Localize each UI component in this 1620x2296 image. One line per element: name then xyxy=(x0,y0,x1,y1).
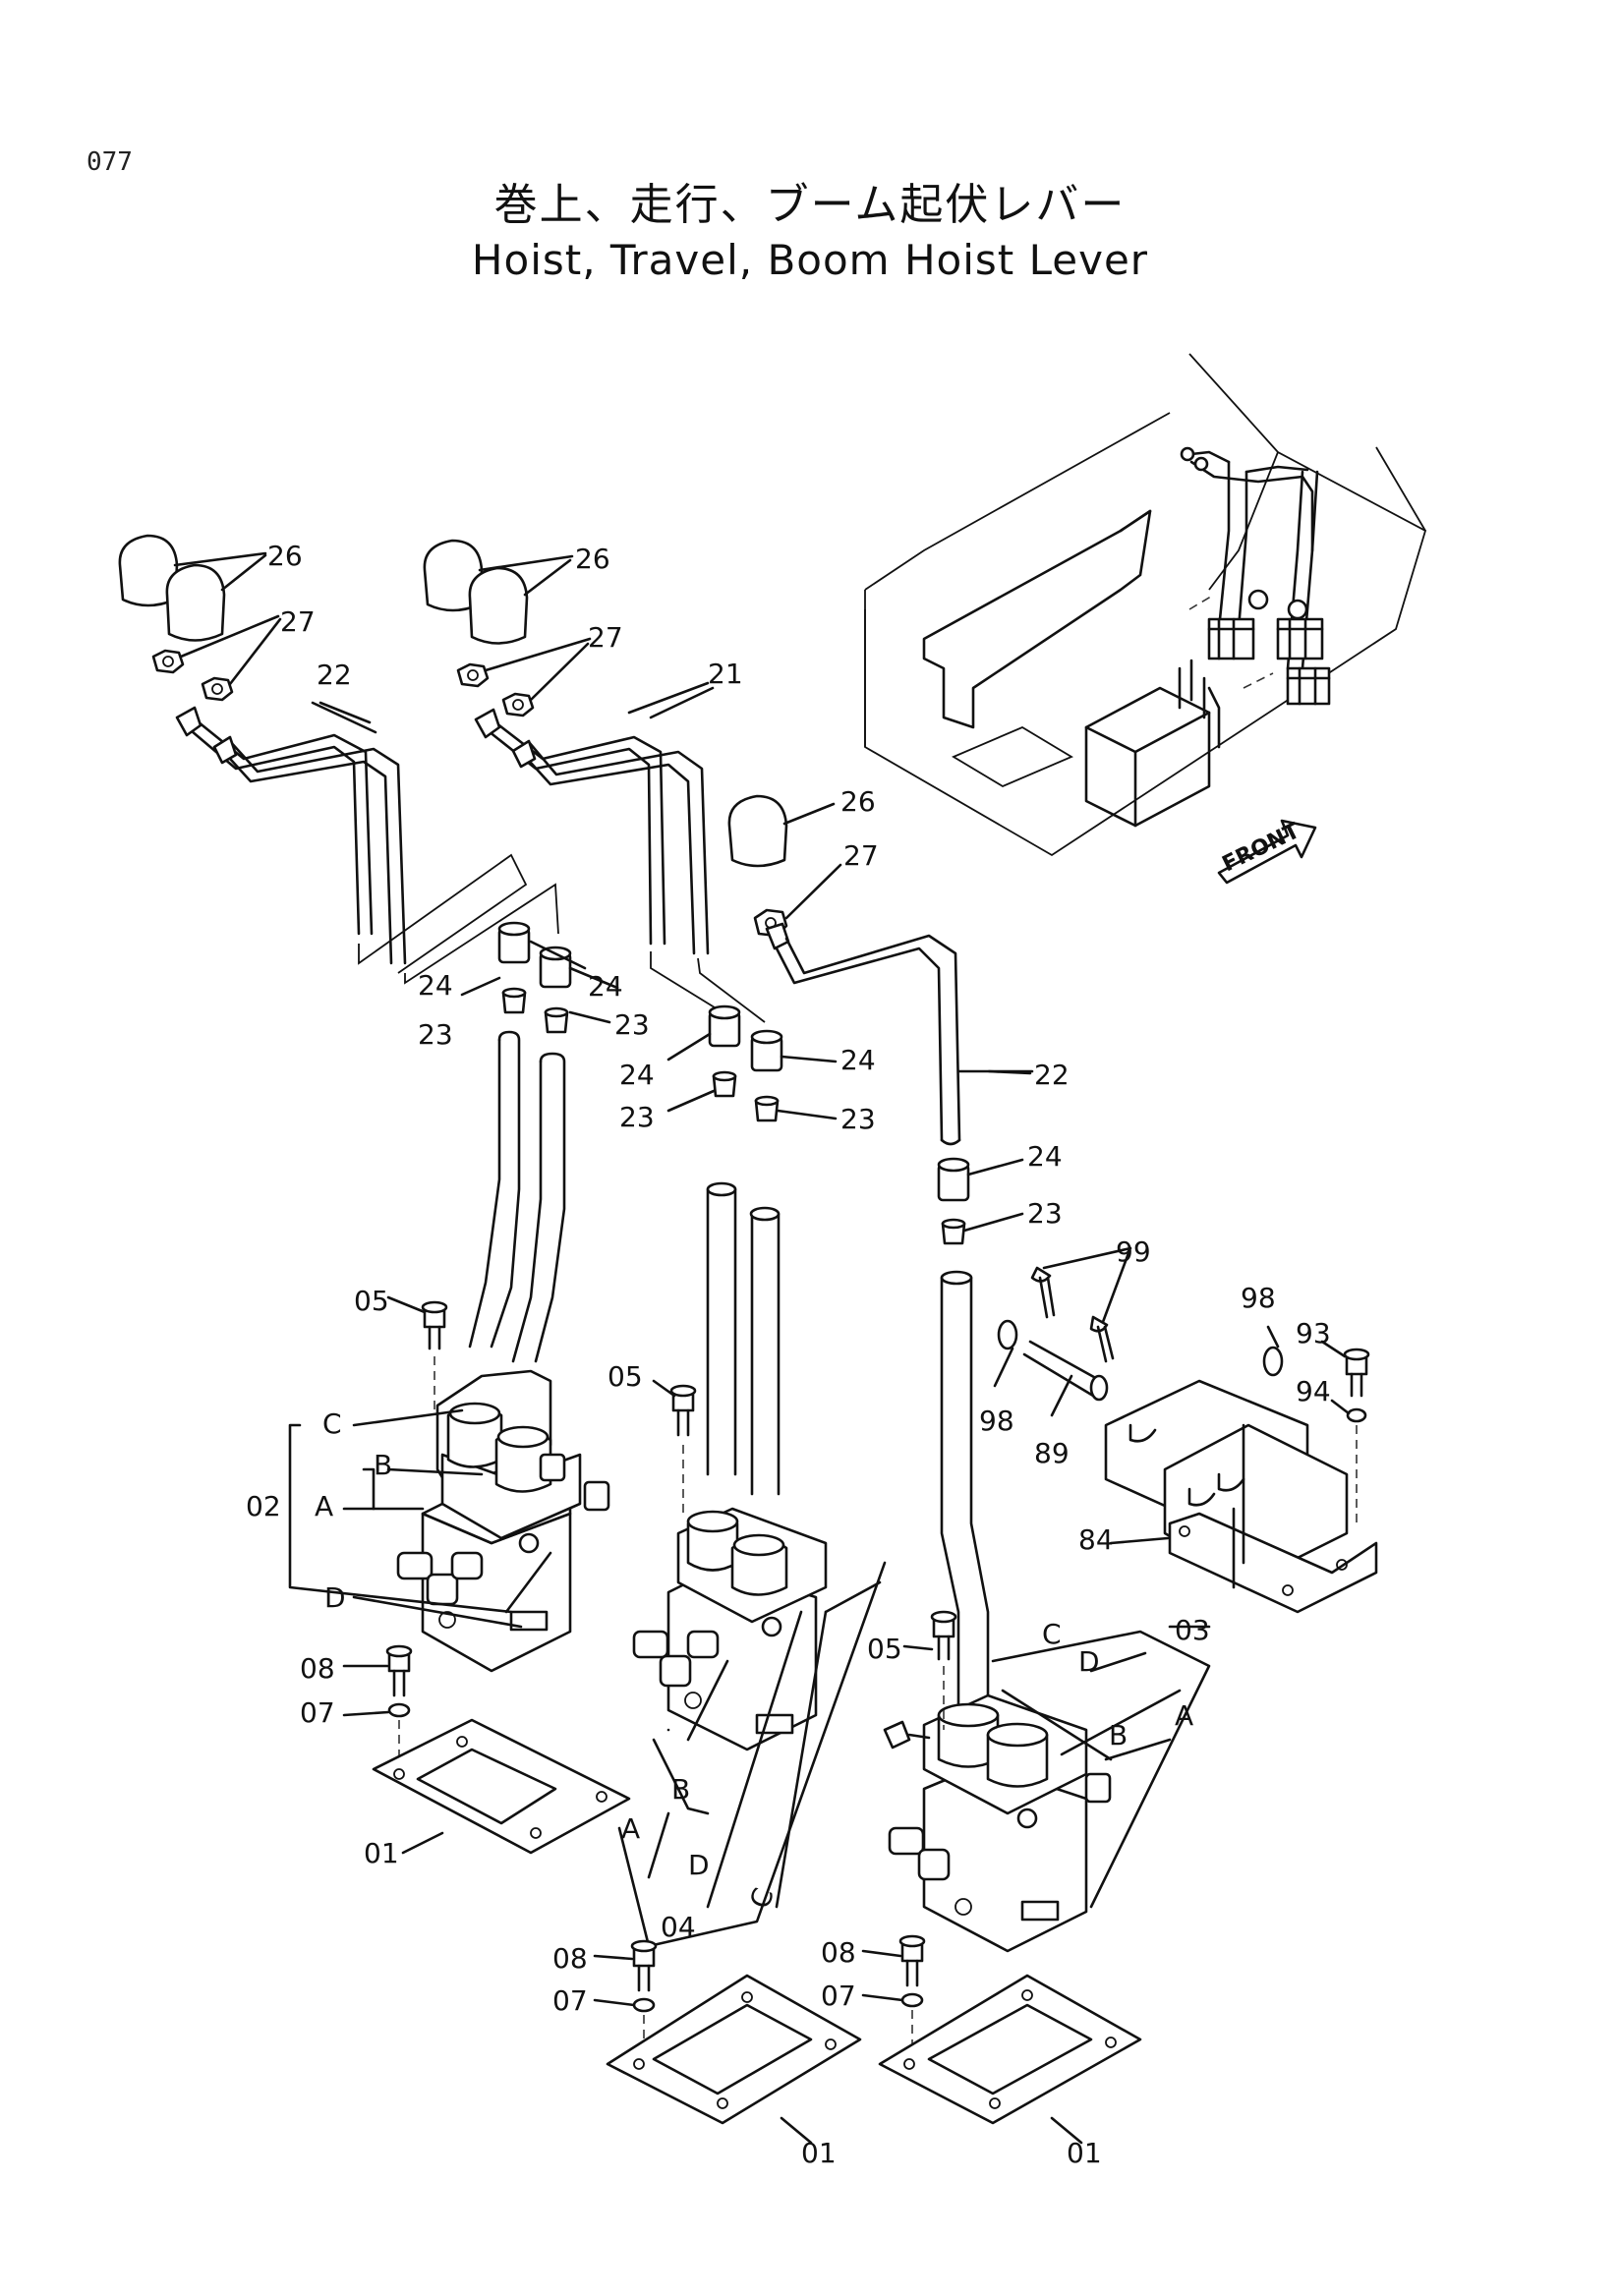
spacer-and-collar-parts xyxy=(460,921,1032,1245)
title-japanese: 巻上、走行、ブーム起伏レバー xyxy=(493,180,1127,230)
callout-04: 04 xyxy=(661,1911,696,1943)
callout-94: 94 xyxy=(1296,1375,1331,1407)
cab-console-illustration: FRONT xyxy=(864,353,1427,885)
callout-05: 05 xyxy=(867,1633,902,1665)
callout-24: 24 xyxy=(619,1059,655,1091)
callout-05: 05 xyxy=(354,1285,389,1317)
port-label-B: B xyxy=(671,1773,690,1806)
callout-26: 26 xyxy=(575,543,610,575)
left-fasteners xyxy=(342,1295,631,1855)
callout-01: 01 xyxy=(364,1837,399,1869)
port-label-A: A xyxy=(621,1812,640,1845)
callout-23: 23 xyxy=(619,1101,655,1133)
callout-99: 99 xyxy=(1116,1235,1151,1268)
callout-07: 07 xyxy=(300,1696,335,1729)
callout-23: 23 xyxy=(418,1018,453,1051)
callout-03: 03 xyxy=(1175,1614,1210,1646)
callout-labels: 26 27 22 26 27 21 26 27 22 24 24 23 23 2… xyxy=(246,540,1331,2169)
callout-26: 26 xyxy=(267,540,303,572)
callout-23: 23 xyxy=(840,1103,876,1135)
callout-23: 23 xyxy=(1027,1197,1063,1230)
callout-26: 26 xyxy=(840,785,876,818)
callout-02: 02 xyxy=(246,1490,281,1522)
port-label-A: A xyxy=(1175,1699,1193,1732)
port-label-C: C xyxy=(1042,1618,1062,1650)
callout-08: 08 xyxy=(821,1936,856,1969)
callout-24: 24 xyxy=(418,969,453,1002)
page-number: 077 xyxy=(87,147,133,177)
callout-93: 93 xyxy=(1296,1317,1331,1349)
valve-assembly-03 xyxy=(883,1270,1211,1953)
callout-22: 22 xyxy=(1034,1059,1070,1091)
callout-98: 98 xyxy=(979,1405,1014,1437)
port-label-D: D xyxy=(1078,1645,1100,1678)
title-english: Hoist, Travel, Boom Hoist Lever xyxy=(471,236,1149,284)
port-label-B: B xyxy=(1109,1719,1128,1751)
callout-22: 22 xyxy=(317,659,352,691)
valve-assembly-02 xyxy=(288,1030,610,1673)
callout-01: 01 xyxy=(1067,2137,1102,2169)
callout-27: 27 xyxy=(843,839,879,872)
callout-07: 07 xyxy=(821,1980,856,2012)
port-label-B: B xyxy=(374,1449,392,1481)
callout-27: 27 xyxy=(588,621,623,654)
right-fasteners xyxy=(861,1610,1142,2145)
port-label-A: A xyxy=(315,1490,333,1522)
port-label-D: D xyxy=(324,1581,346,1614)
callout-21: 21 xyxy=(708,658,743,690)
callout-24: 24 xyxy=(588,970,623,1003)
callout-01: 01 xyxy=(801,2137,837,2169)
lever-bracket-assembly xyxy=(993,1246,1378,1614)
middle-fasteners xyxy=(593,1379,862,2145)
port-label-C: C xyxy=(743,1884,780,1913)
callout-08: 08 xyxy=(552,1942,588,1975)
callout-05: 05 xyxy=(608,1360,643,1393)
callout-23: 23 xyxy=(614,1008,650,1041)
callout-24: 24 xyxy=(840,1044,876,1076)
callout-24: 24 xyxy=(1027,1140,1063,1173)
right-grip-lever-group xyxy=(727,794,1034,1146)
callout-27: 27 xyxy=(280,605,316,638)
port-label-D: D xyxy=(688,1849,710,1881)
middle-grip-lever-group xyxy=(423,539,766,1023)
callout-08: 08 xyxy=(300,1652,335,1685)
left-grip-lever-group xyxy=(118,534,559,985)
callout-98: 98 xyxy=(1241,1282,1276,1314)
valve-assembly-04 xyxy=(617,1181,887,1948)
callout-89: 89 xyxy=(1034,1437,1070,1469)
callout-07: 07 xyxy=(552,1984,588,2017)
port-label-C: C xyxy=(322,1407,342,1440)
front-direction-arrow: FRONT xyxy=(1217,819,1317,885)
callout-84: 84 xyxy=(1078,1523,1114,1556)
